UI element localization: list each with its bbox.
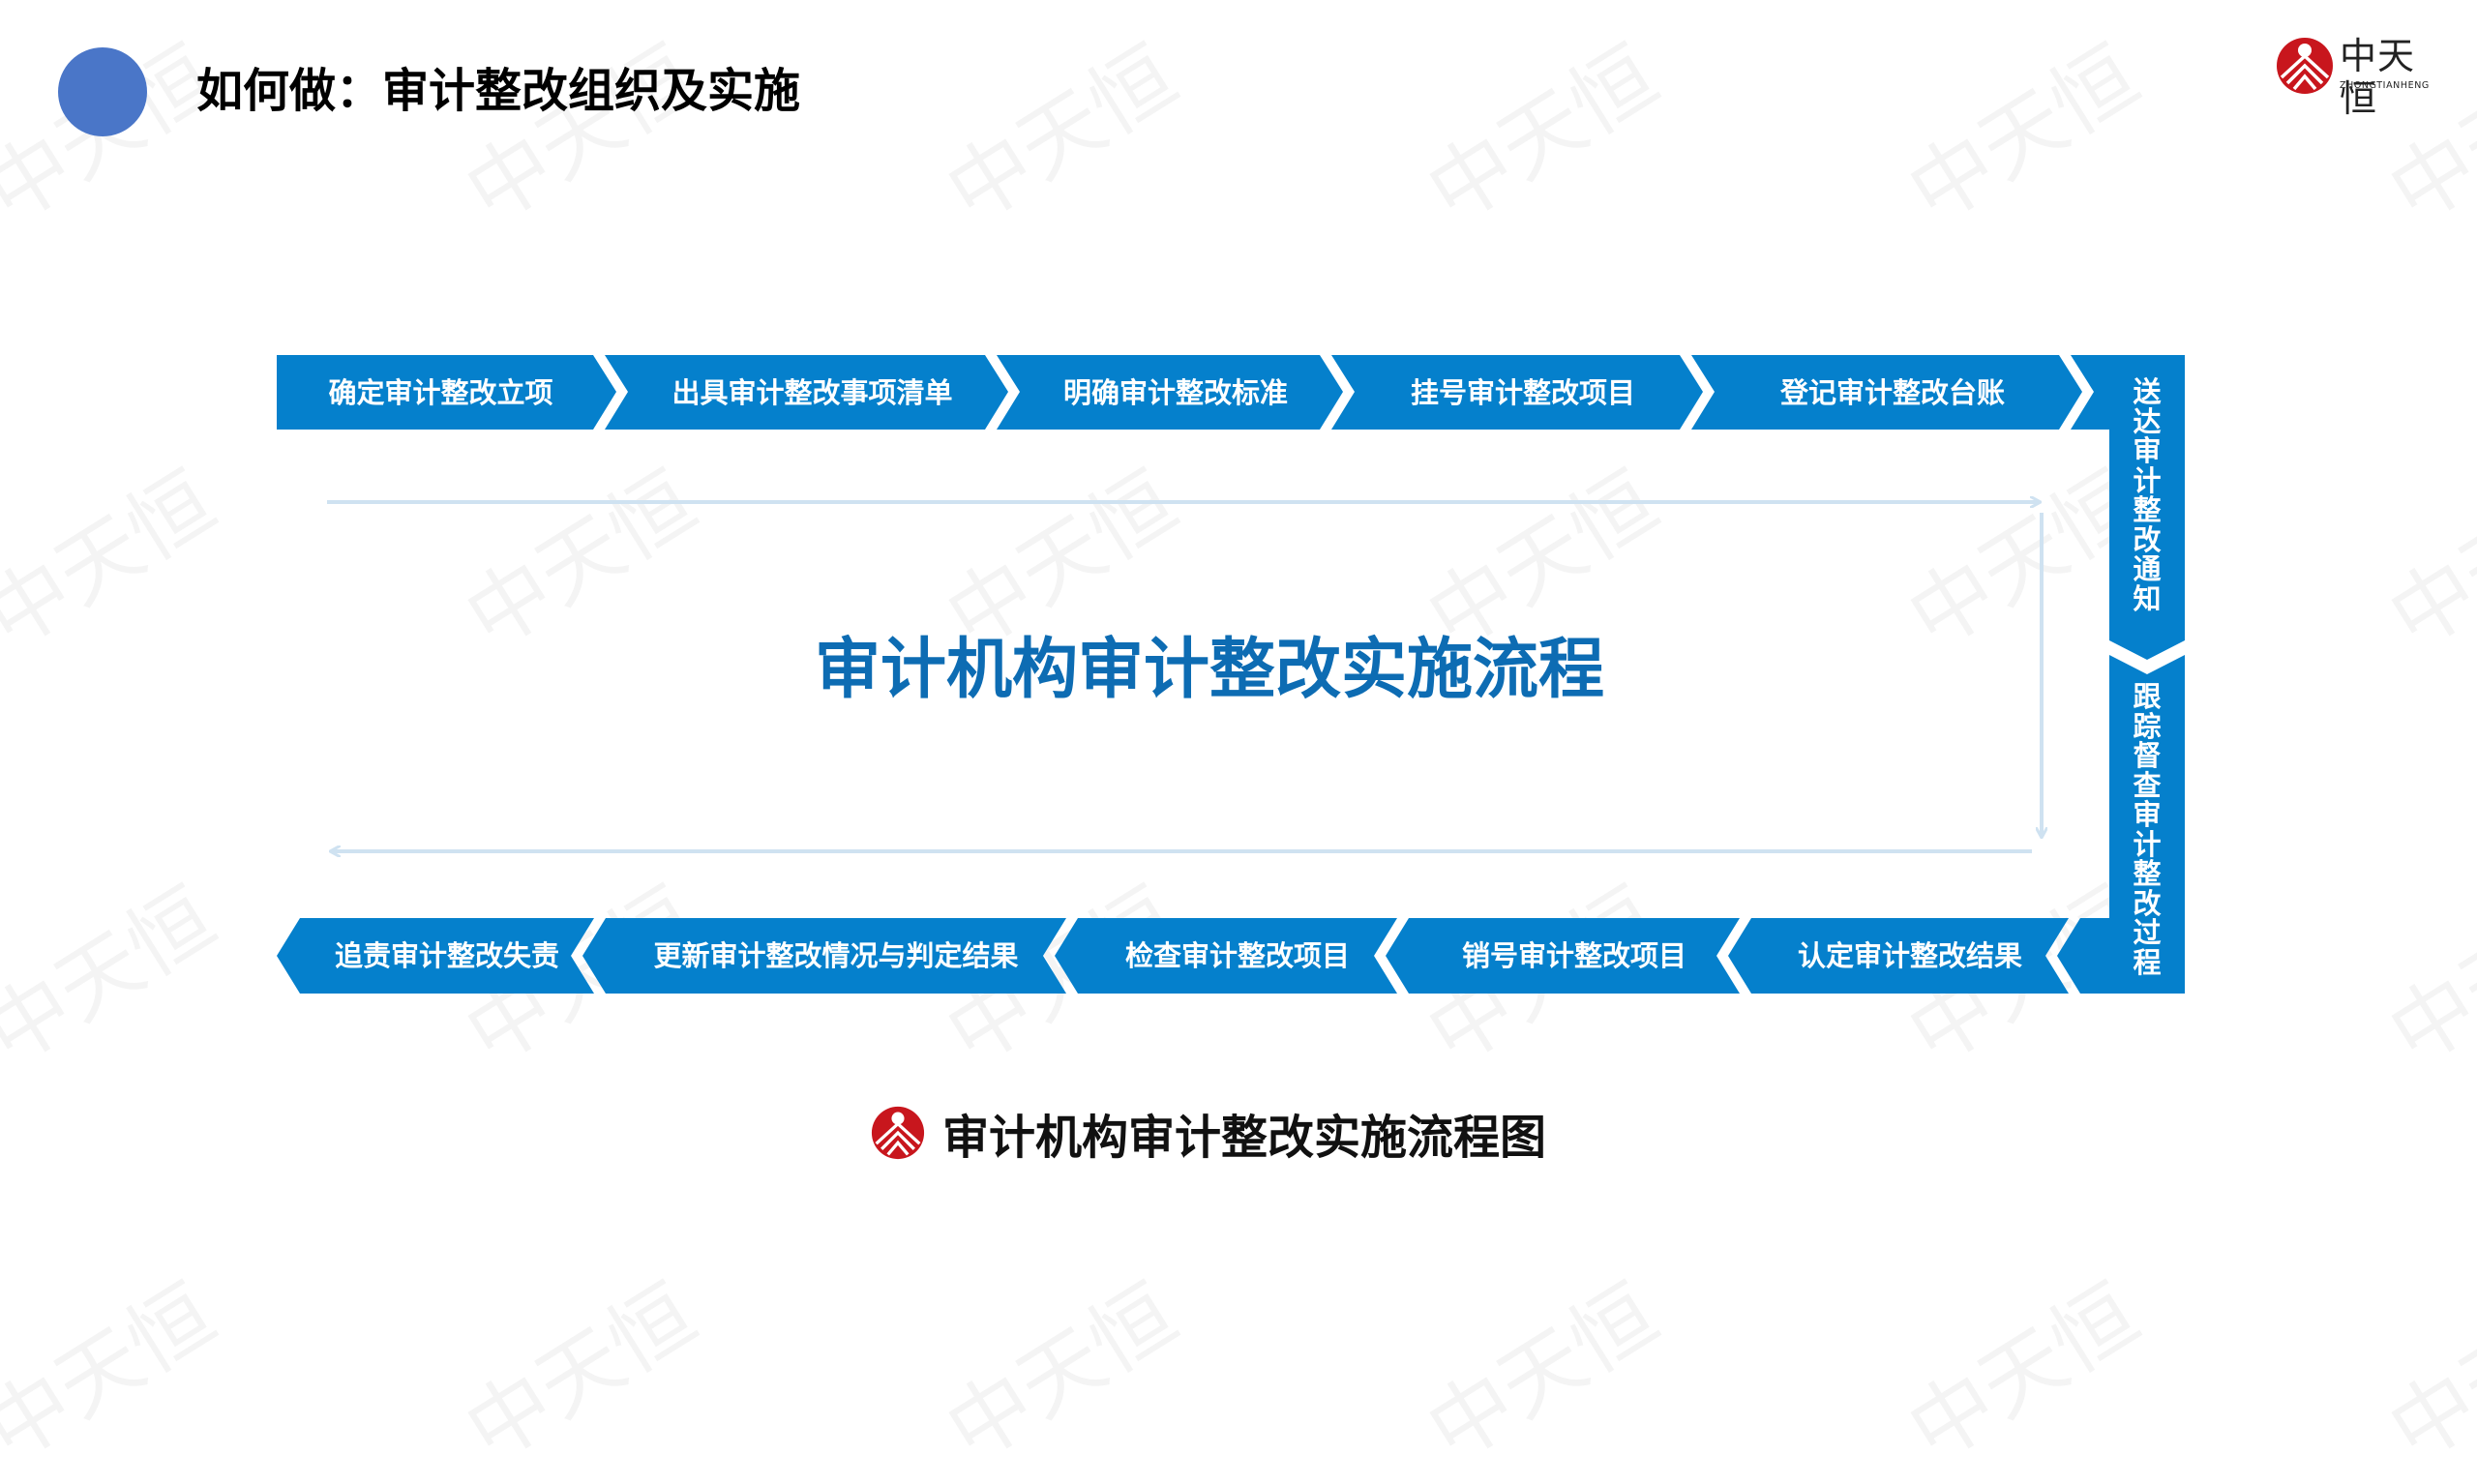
right-step-2[interactable] <box>2057 655 2185 994</box>
right-step-label: 送达审计整改通知 <box>2133 375 2162 615</box>
caption-logo-icon <box>871 1106 925 1160</box>
company-logo: 中天恒 ZHONGTIANHENG <box>2276 35 2440 120</box>
top-step-label: 出具审计整改事项清单 <box>671 376 953 409</box>
flow-diagram <box>277 355 2185 994</box>
bottom-step-5[interactable] <box>1728 918 2069 994</box>
bottom-step-4[interactable] <box>1386 918 1740 994</box>
bottom-step-label: 认定审计整改结果 <box>1797 939 2022 972</box>
top-step-4[interactable] <box>1331 355 1703 430</box>
logo-emblem-icon <box>2277 38 2333 94</box>
right-step-1[interactable] <box>2071 355 2185 660</box>
top-step-1[interactable] <box>277 355 616 430</box>
logo-name-en: ZHONGTIANHENG <box>2340 80 2430 91</box>
top-step-label: 登记审计整改台账 <box>1779 376 2005 409</box>
top-step-5[interactable] <box>1691 355 2082 430</box>
bottom-step-1[interactable] <box>277 918 594 994</box>
page-title: 如何做：审计整改组织及实施 <box>196 64 801 118</box>
bottom-step-label: 更新审计整改情况与判定结果 <box>653 939 1019 972</box>
top-step-label: 确定审计整改立项 <box>328 376 553 409</box>
bottom-step-3[interactable] <box>1055 918 1397 994</box>
title-bullet-circle <box>58 47 147 136</box>
bottom-step-label: 销号审计整改项目 <box>1461 939 1686 972</box>
bottom-step-2[interactable] <box>582 918 1066 994</box>
top-step-label: 明确审计整改标准 <box>1062 376 1288 409</box>
top-step-label: 挂号审计整改项目 <box>1410 376 1635 409</box>
top-step-3[interactable] <box>997 355 1343 430</box>
flow-center-title: 审计机构审计整改实施流程 <box>814 632 1604 708</box>
logo-name-cn: 中天恒 <box>2340 35 2416 120</box>
caption-text: 审计机构审计整改实施流程图 <box>942 1111 1547 1165</box>
right-step-label: 跟踪督查审计整改过程 <box>2133 680 2162 979</box>
bottom-step-label: 追责审计整改失责 <box>334 939 559 972</box>
figure-caption: 审计机构审计整改实施流程图 <box>871 1101 1546 1165</box>
bottom-step-label: 检查审计整改项目 <box>1124 939 1350 972</box>
top-step-2[interactable] <box>605 355 1008 430</box>
